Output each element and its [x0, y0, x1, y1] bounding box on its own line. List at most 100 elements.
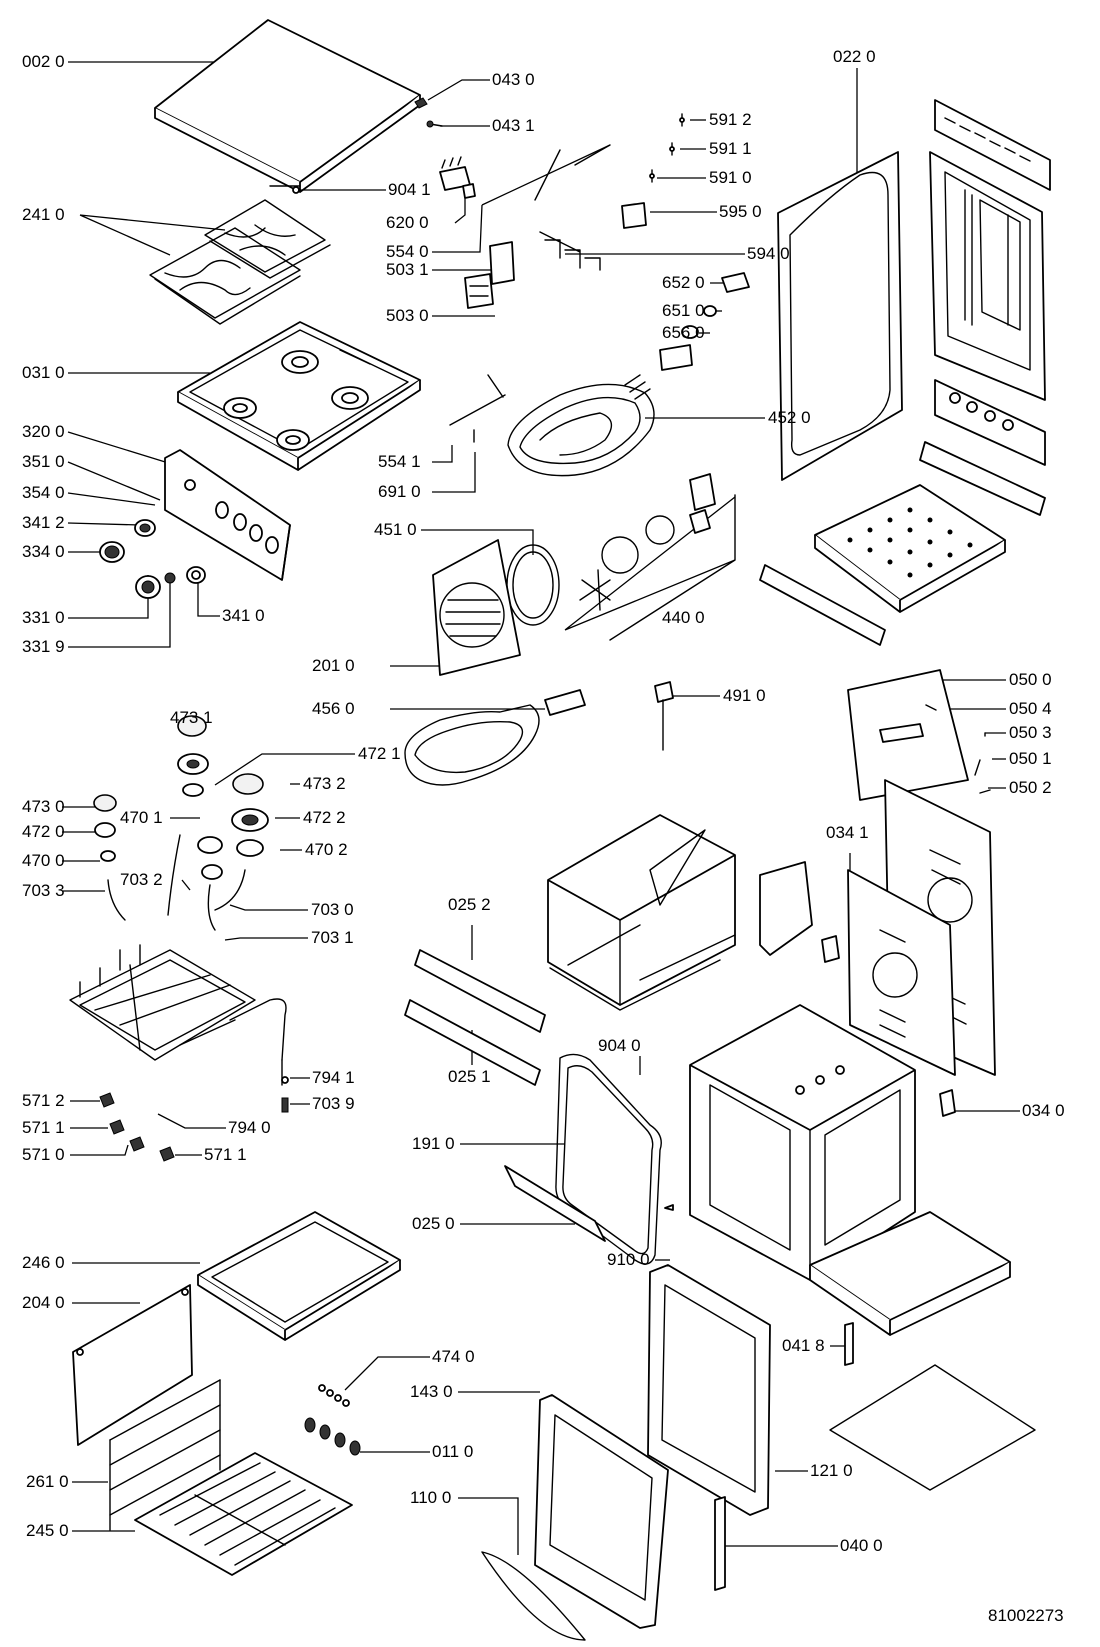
label-703-0: 703 0 — [311, 900, 354, 919]
part-022-0-side-panel — [777, 151, 903, 481]
label-571-1-right: 571 1 — [204, 1145, 247, 1164]
label-474-0: 474 0 — [432, 1347, 475, 1366]
part-rear-panel — [919, 99, 1051, 516]
label-703-2: 703 2 — [120, 870, 163, 889]
label-040-0: 040 0 — [840, 1536, 883, 1555]
label-470-2: 470 2 — [305, 840, 348, 859]
label-456-0: 456 0 — [312, 699, 355, 718]
label-571-2: 571 2 — [22, 1091, 65, 1110]
label-554-0: 554 0 — [386, 242, 429, 261]
label-910-0: 910 0 — [607, 1250, 650, 1269]
part-452-0-grill-element — [507, 344, 693, 477]
part-652-651-656-lamp — [681, 272, 750, 339]
label-331-0: 331 0 — [22, 608, 65, 627]
label-620-0: 620 0 — [386, 213, 429, 232]
label-571-1-left: 571 1 — [22, 1118, 65, 1137]
label-002-0: 002 0 — [22, 52, 65, 71]
label-594-0: 594 0 — [747, 244, 790, 263]
label-334-0: 334 0 — [22, 542, 65, 561]
label-022-0: 022 0 — [833, 47, 876, 66]
part-side-insulation-panels — [847, 779, 996, 1076]
label-110-0: 110 0 — [410, 1488, 452, 1507]
part-031-0-hob-top — [177, 321, 421, 471]
label-595-0: 595 0 — [719, 202, 762, 221]
part-246-0-baking-tray — [197, 1211, 401, 1341]
label-034-1: 034 1 — [826, 823, 869, 842]
label-904-0: 904 0 — [598, 1036, 641, 1055]
label-591-2: 591 2 — [709, 110, 752, 129]
part-204-0-inner-glass — [72, 1284, 193, 1446]
label-794-1: 794 1 — [312, 1068, 355, 1087]
label-034-0: 034 0 — [1022, 1101, 1065, 1120]
part-oven-cavity — [664, 1004, 956, 1281]
label-261-0: 261 0 — [26, 1472, 69, 1491]
part-245-0-grid-rack — [134, 1452, 353, 1576]
label-794-0: 794 0 — [228, 1118, 271, 1137]
label-241-0: 241 0 — [22, 205, 65, 224]
part-620-554-503-switches — [439, 156, 515, 309]
label-050-3: 050 3 — [1009, 723, 1052, 742]
label-703-9: 703 9 — [312, 1094, 355, 1113]
label-470-0: 470 0 — [22, 851, 65, 870]
label-571-0: 571 0 — [22, 1145, 65, 1164]
label-354-0: 354 0 — [22, 483, 65, 502]
label-050-0: 050 0 — [1009, 670, 1052, 689]
label-341-0: 341 0 — [222, 606, 265, 625]
label-473-1: 473 1 — [170, 708, 213, 727]
part-456-0-lower-element — [404, 689, 586, 786]
label-341-2: 341 2 — [22, 513, 65, 532]
label-440-0: 440 0 — [662, 608, 705, 627]
part-143-0-outer-door — [481, 1394, 669, 1641]
label-503-1: 503 1 — [386, 260, 429, 279]
part-oven-liner-hood — [547, 814, 736, 1011]
part-470-473-burners — [93, 715, 269, 931]
part-034-1-bracket — [759, 861, 840, 963]
label-331-9: 331 9 — [22, 637, 65, 656]
part-571-injectors — [99, 1076, 289, 1162]
drawing-number: 81002273 — [988, 1606, 1064, 1625]
label-245-0: 245 0 — [26, 1521, 69, 1540]
label-025-0: 025 0 — [412, 1214, 455, 1233]
label-452-0: 452 0 — [768, 408, 811, 427]
label-031-0: 031 0 — [22, 363, 65, 382]
label-651-0: 651 0 — [662, 301, 705, 320]
label-554-1: 554 1 — [378, 452, 421, 471]
label-351-0: 351 0 — [22, 452, 65, 471]
label-050-1: 050 1 — [1009, 749, 1052, 768]
part-451-440-fan-assembly — [432, 473, 736, 676]
label-904-1: 904 1 — [388, 180, 431, 199]
label-041-8: 041 8 — [782, 1336, 825, 1355]
part-261-0-side-racks — [109, 1379, 221, 1531]
label-143-0: 143 0 — [410, 1382, 453, 1401]
label-121-0: 121 0 — [810, 1461, 853, 1480]
part-bottom-tray — [809, 1211, 1036, 1491]
label-473-2: 473 2 — [303, 774, 346, 793]
label-320-0: 320 0 — [22, 422, 65, 441]
part-241-0-pan-supports — [149, 199, 331, 325]
part-474-011-knobs — [304, 1384, 361, 1456]
label-025-2: 025 2 — [448, 895, 491, 914]
label-703-3: 703 3 — [22, 881, 65, 900]
label-043-1: 043 1 — [492, 116, 535, 135]
label-691-0: 691 0 — [378, 482, 421, 501]
label-472-2: 472 2 — [303, 808, 346, 827]
label-204-0: 204 0 — [22, 1293, 65, 1312]
label-503-0: 503 0 — [386, 306, 429, 325]
part-121-0-inner-door — [647, 1264, 771, 1516]
label-451-0: 451 0 — [374, 520, 417, 539]
label-011-0: 011 0 — [432, 1442, 474, 1461]
label-491-0: 491 0 — [723, 686, 766, 705]
label-470-1: 470 1 — [120, 808, 163, 827]
label-043-0: 043 0 — [492, 70, 535, 89]
label-025-1: 025 1 — [448, 1067, 491, 1086]
label-656-0: 656 0 — [662, 323, 705, 342]
label-703-1: 703 1 — [311, 928, 354, 947]
part-591-595-594-small — [534, 113, 685, 271]
part-bottom-plate — [759, 484, 1006, 646]
part-043-clips — [292, 97, 443, 194]
part-320-0-control-panel — [164, 449, 291, 581]
label-591-1: 591 1 — [709, 139, 752, 158]
label-472-0: 472 0 — [22, 822, 65, 841]
